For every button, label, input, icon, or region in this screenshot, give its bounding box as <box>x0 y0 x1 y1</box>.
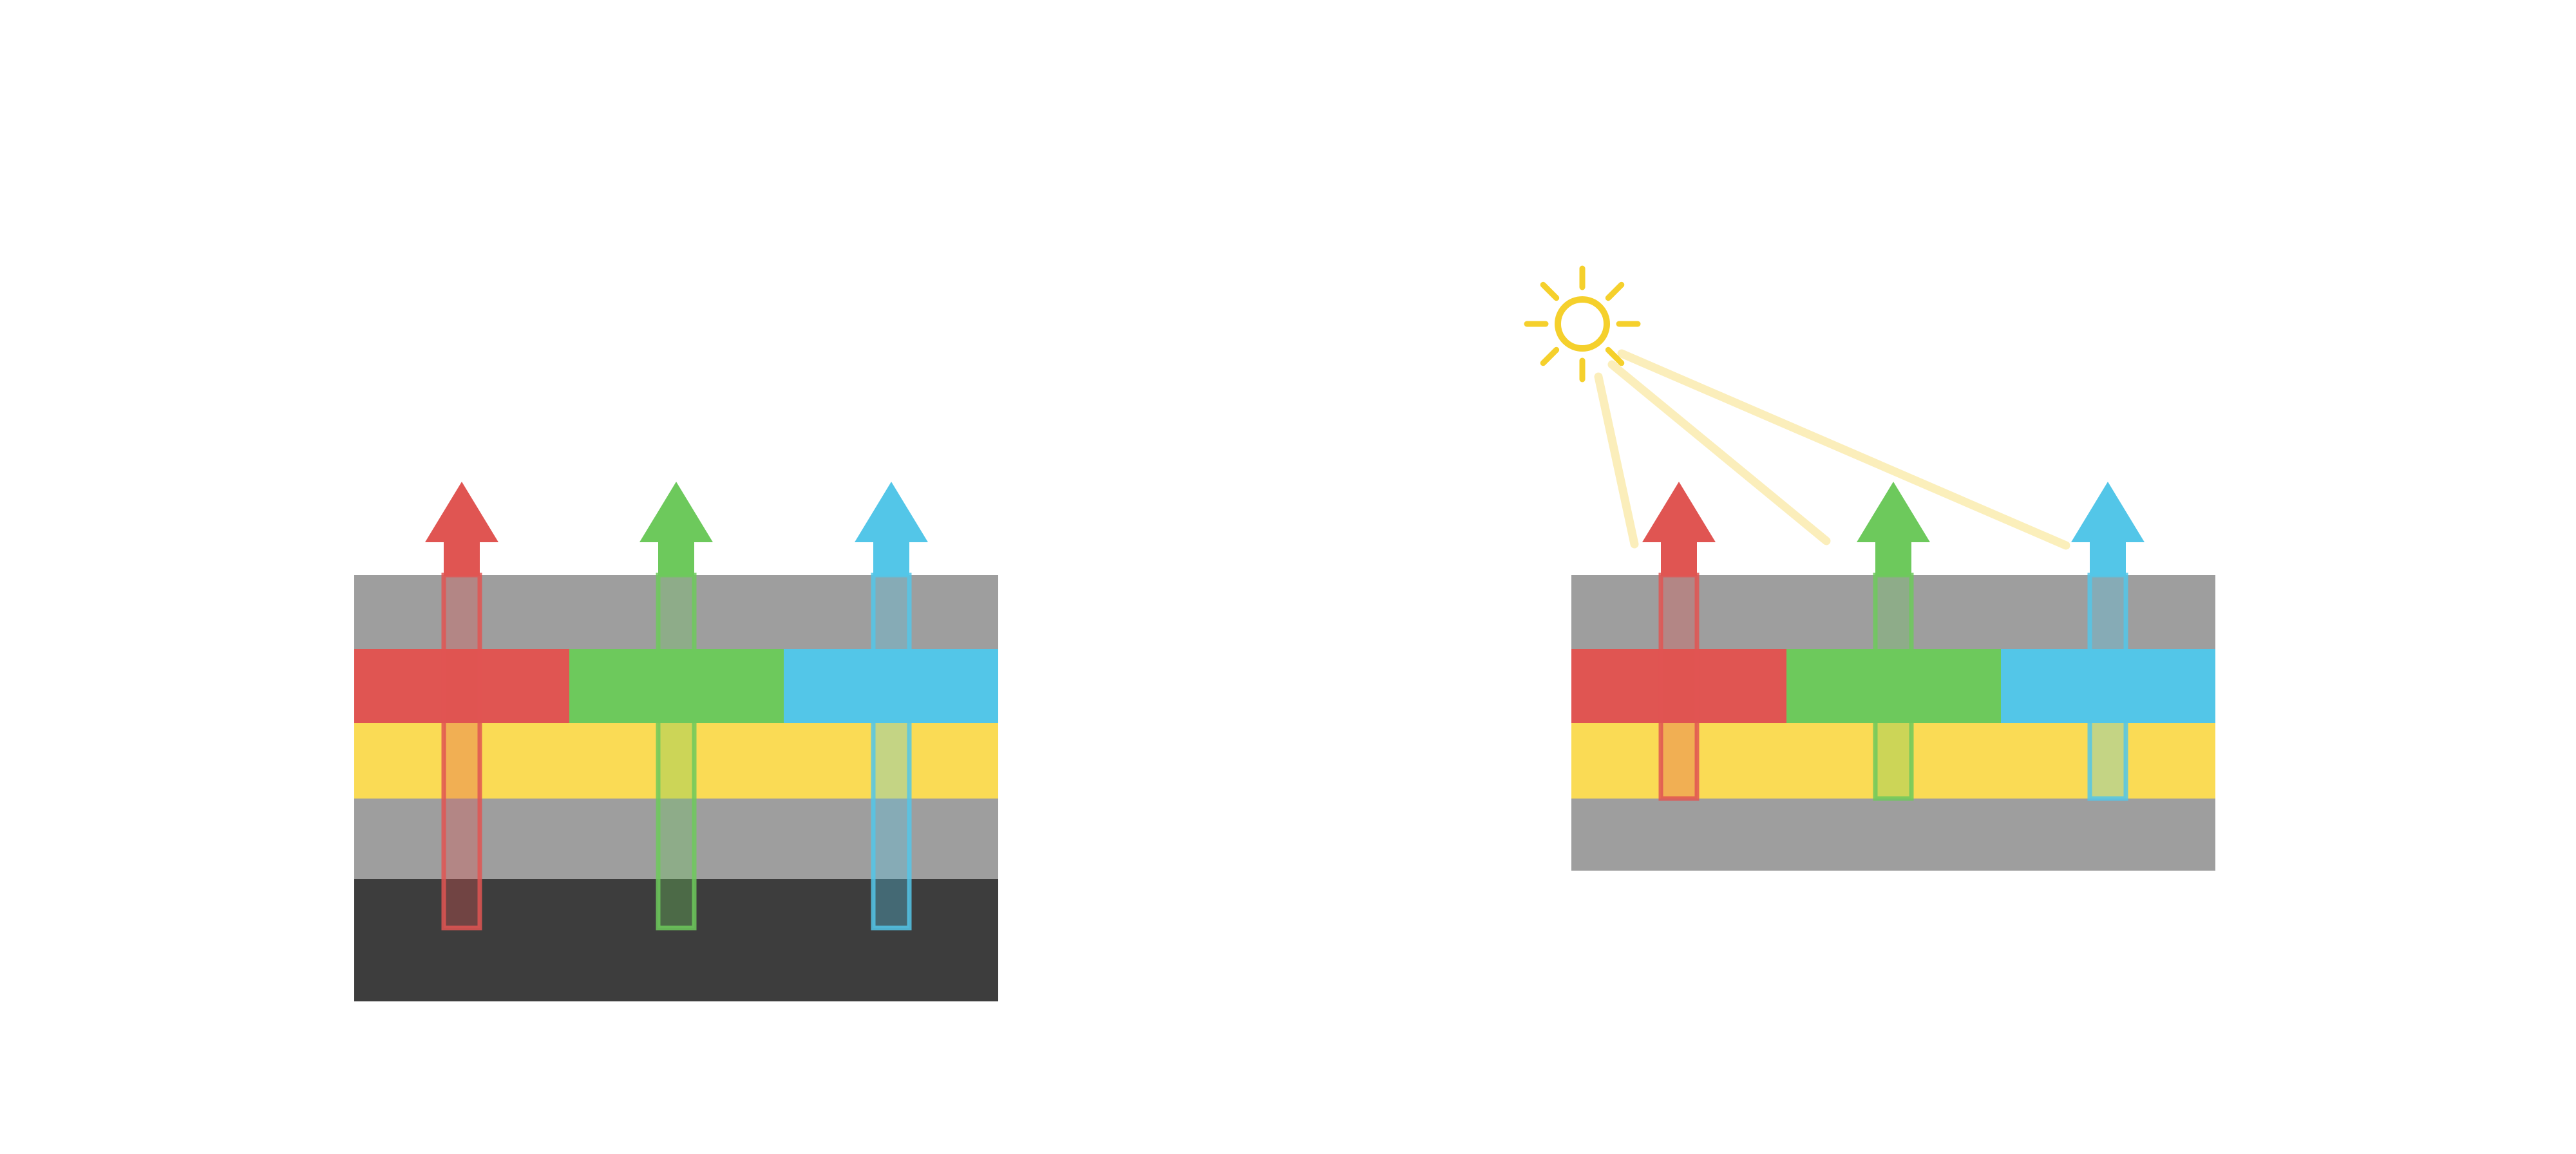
right-green-arrow-head <box>1857 482 1930 542</box>
right-green-arrow-stub <box>1875 540 1911 576</box>
left-blue-arrow-head <box>855 482 928 542</box>
right-red-filter-segment <box>1571 649 1786 723</box>
sun-ray <box>1605 281 1625 301</box>
right-yellow-layer <box>1571 723 2215 799</box>
left-green-light-arrow <box>639 482 713 931</box>
left-red-arrow-stub <box>444 540 480 576</box>
left-green-filter-segment <box>569 649 784 723</box>
right-green-light-arrow <box>1857 482 1930 801</box>
left-red-light-arrow <box>425 482 498 931</box>
sun-ray <box>1540 346 1560 366</box>
left-blue-arrow-shaft <box>871 572 912 931</box>
right-lower-gray-layer <box>1571 799 2215 871</box>
right-red-arrow-stub <box>1661 540 1697 576</box>
sun-beam-2 <box>1607 360 1831 545</box>
left-red-filter-segment <box>354 649 569 723</box>
right-green-arrow-shaft <box>1873 572 1914 801</box>
left-display-stack <box>354 575 998 1001</box>
right-red-light-arrow <box>1642 482 1716 801</box>
sun-ray <box>1540 281 1560 301</box>
right-red-arrow-head <box>1642 482 1716 542</box>
left-blue-light-arrow <box>855 482 928 931</box>
right-blue-light-arrow <box>2071 482 2145 801</box>
right-blue-arrow-shaft <box>2087 572 2128 801</box>
left-green-arrow-shaft <box>656 572 697 931</box>
left-blue-arrow-stub <box>873 540 909 576</box>
left-dark-backplane-layer <box>354 879 998 1001</box>
right-blue-filter-segment <box>2001 649 2215 723</box>
left-blue-filter-segment <box>784 649 998 723</box>
right-blue-arrow-stub <box>2090 540 2126 576</box>
left-green-arrow-stub <box>658 540 694 576</box>
sun-icon <box>1524 265 1641 383</box>
sun-ray <box>1605 346 1625 366</box>
left-red-arrow-shaft <box>441 572 482 931</box>
left-red-arrow-head <box>425 482 498 542</box>
left-green-arrow-head <box>639 482 713 542</box>
right-blue-arrow-head <box>2071 482 2145 542</box>
left-lower-gray-layer <box>354 799 998 879</box>
sunlight-beams <box>1594 349 2070 550</box>
right-top-gray-layer <box>1571 575 2215 649</box>
right-red-arrow-shaft <box>1658 572 1700 801</box>
sun-beam-1 <box>1594 372 1639 549</box>
right-green-filter-segment <box>1786 649 2001 723</box>
right-display-stack <box>1571 575 2215 871</box>
left-yellow-layer <box>354 723 998 799</box>
sun-rays <box>1524 265 1641 383</box>
sun-core <box>1555 296 1610 352</box>
left-top-gray-layer <box>354 575 998 649</box>
sun-beam-3 <box>1617 349 2070 550</box>
